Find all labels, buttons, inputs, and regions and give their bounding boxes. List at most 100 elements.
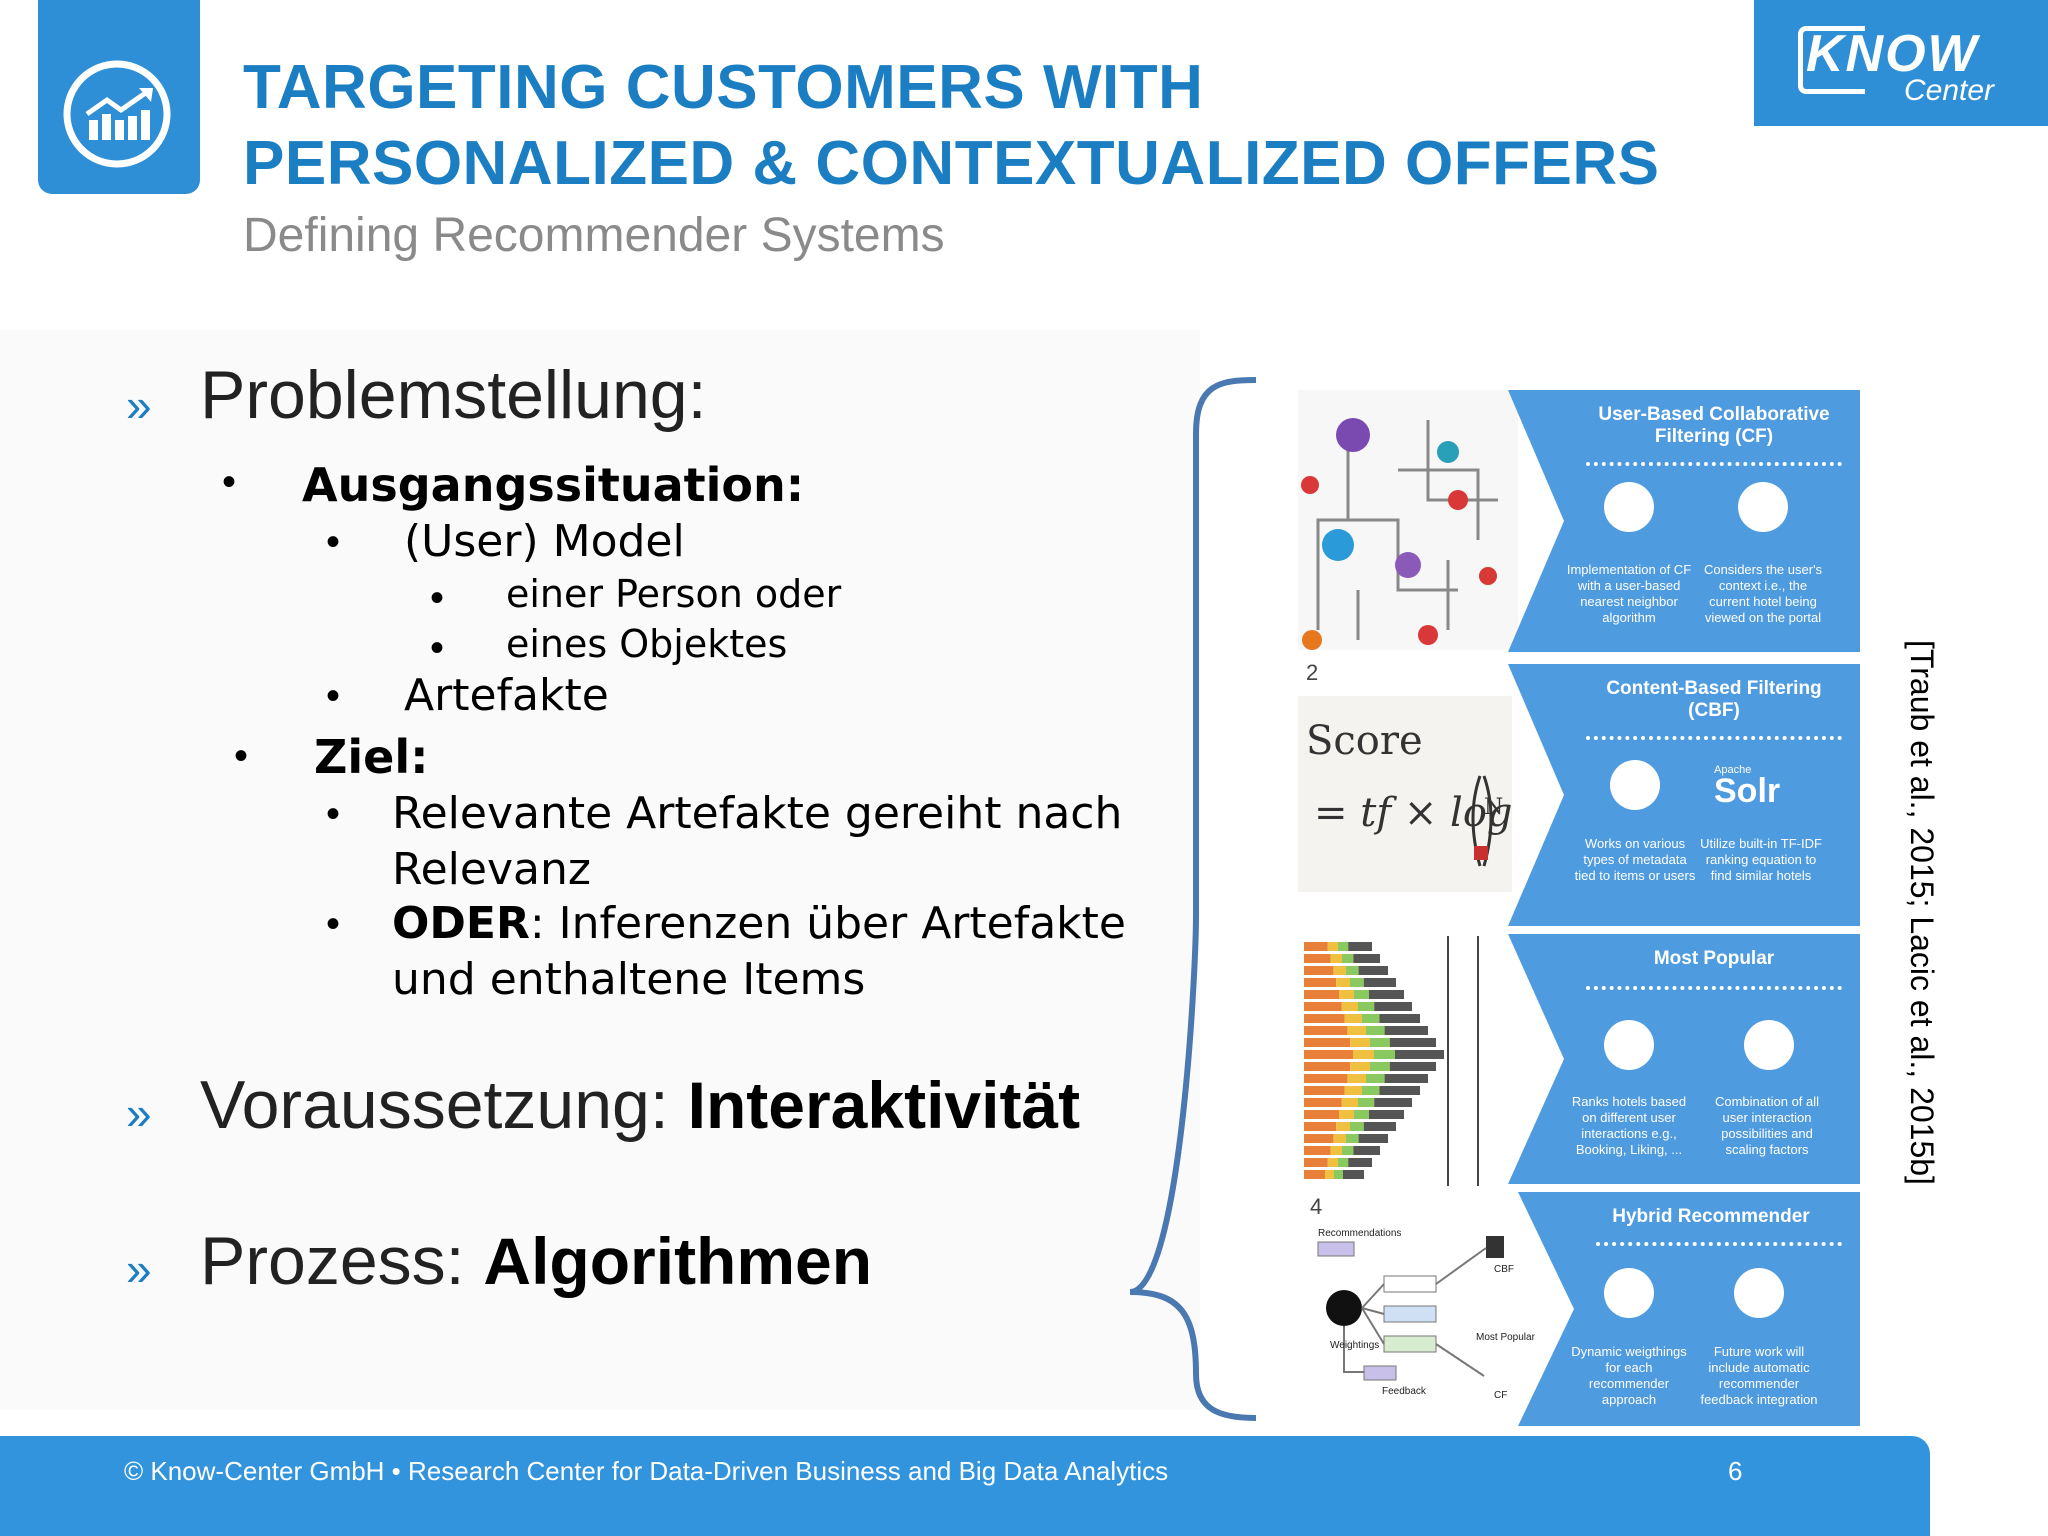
- illustration-bar-segment: [1395, 1050, 1444, 1059]
- users-icon: [1604, 1020, 1654, 1070]
- hybrid-cbf-label: CBF: [1494, 1264, 1514, 1275]
- illustration-bar-segment: [1389, 1038, 1436, 1047]
- app-logo-tile: [38, 0, 200, 194]
- illustration-bar-segment: [1358, 1134, 1388, 1143]
- solr-logo: Apache Solr: [1714, 764, 1780, 808]
- illustration-bar-segment: [1336, 1122, 1350, 1131]
- illustration-bar-segment: [1336, 978, 1350, 987]
- illustration-bar-segment: [1346, 966, 1359, 975]
- panel-divider: [1596, 1242, 1842, 1246]
- illustration-bar-segment: [1304, 1122, 1337, 1131]
- title-line-1: TARGETING CUSTOMERS WITH: [243, 53, 1204, 122]
- section-marker: »: [126, 1087, 152, 1139]
- illustration-bar-segment: [1369, 990, 1404, 999]
- illustration-bar-segment: [1354, 1110, 1369, 1119]
- title-line-2: PERSONALIZED & CONTEXTUALIZED OFFERS: [243, 129, 1660, 198]
- hybrid-cf-label: CF: [1494, 1390, 1508, 1401]
- panel-divider: [1586, 986, 1842, 990]
- illustration-bar-segment: [1366, 1026, 1385, 1035]
- panel-divider: [1586, 736, 1842, 740]
- panel-hybrid: Hybrid Recommender Dynamic weigthings fo…: [1518, 1192, 1860, 1426]
- illustration-bar-segment: [1344, 1014, 1362, 1023]
- panel-desc-right: Combination of all user interaction poss…: [1714, 1094, 1820, 1157]
- illustration-bar-segment: [1334, 1170, 1343, 1179]
- illustration-bar-segment: [1348, 942, 1372, 951]
- hybrid-recommendations-label: Recommendations: [1318, 1228, 1402, 1239]
- prozess-label: Prozess:: [200, 1223, 484, 1299]
- illustration-bar-segment: [1304, 1134, 1334, 1143]
- logo-center-text: Center: [1904, 74, 1995, 107]
- illustration-bar-segment: [1350, 1062, 1370, 1071]
- panel-title: Most Popular: [1653, 948, 1775, 969]
- oder-line-1: ODER: Inferenzen über Artefakte: [392, 896, 1126, 952]
- illustration-bar-segment: [1369, 1110, 1404, 1119]
- illustration-bar-segment: [1350, 978, 1364, 987]
- curly-bracket: [1129, 377, 1257, 1421]
- bullet-dot: •: [326, 902, 341, 946]
- panel-number: 4: [1310, 1194, 1323, 1219]
- illustration-bar-segment: [1304, 942, 1328, 951]
- illustration-bar-segment: [1338, 1158, 1349, 1167]
- illustration-bar-segment: [1347, 1026, 1366, 1035]
- illustration-bar-segment: [1362, 1086, 1380, 1095]
- relevante-line-2: Relevanz: [392, 844, 591, 895]
- solr-small-text: Apache: [1714, 764, 1752, 776]
- section-marker: »: [126, 379, 152, 431]
- content-area: [0, 330, 1200, 1410]
- bar-chart-icon: [1744, 1020, 1794, 1070]
- heading-voraussetzung: Voraussetzung: Interaktivität: [200, 1066, 1080, 1144]
- inbox-icon: [1734, 1268, 1784, 1318]
- illustration-bar-segment: [1379, 1014, 1420, 1023]
- popularity-stacked-illustration: [1298, 936, 1528, 1186]
- panel-divider: [1586, 462, 1842, 466]
- illustration-bar-segment: [1353, 954, 1380, 963]
- panel-desc-left: Implementation of CF with a user-based n…: [1566, 562, 1692, 625]
- illustration-bar-segment: [1304, 1050, 1353, 1059]
- footer-bar: [0, 1436, 1930, 1536]
- illustration-bar-segment: [1350, 1038, 1370, 1047]
- illustration-bar-segment: [1384, 1026, 1428, 1035]
- heading-problemstellung: Problemstellung:: [200, 357, 707, 433]
- panel-desc-right: Utilize built-in TF-IDF ranking equation…: [1700, 836, 1822, 883]
- logo-know-text: KNOW: [1806, 25, 1979, 83]
- item-person: einer Person oder: [506, 572, 842, 616]
- illustration-bar-segment: [1354, 990, 1369, 999]
- heading-prozess: Prozess: Algorithmen: [200, 1222, 872, 1300]
- hybrid-weightings-label: Weightings: [1330, 1340, 1380, 1351]
- illustration-bar-segment: [1344, 1086, 1362, 1095]
- item-objekt: eines Objektes: [506, 622, 788, 666]
- illustration-bar-segment: [1374, 1050, 1395, 1059]
- panel-title-line-1: User-Based Collaborative: [1598, 404, 1830, 425]
- illustration-bar-segment: [1327, 1158, 1338, 1167]
- item-user-model: (User) Model: [404, 516, 685, 567]
- illustration-bar-segment: [1304, 1062, 1351, 1071]
- illustration-bar-segment: [1304, 1086, 1345, 1095]
- illustration-bar-segment: [1348, 1158, 1372, 1167]
- illustration-bar-segment: [1343, 1170, 1364, 1179]
- voraussetzung-label: Voraussetzung:: [200, 1067, 688, 1143]
- citation-text: [Traub et al., 2015; Lacic et al., 2015b…: [1904, 640, 1940, 1185]
- illustration-bar-segment: [1304, 1026, 1348, 1035]
- illustration-bar-segment: [1379, 1086, 1420, 1095]
- illustration-bar-segment: [1342, 1146, 1354, 1155]
- illustration-bar-segment: [1304, 1002, 1342, 1011]
- illustration-bar-segment: [1370, 1038, 1390, 1047]
- oder-bold: ODER: [392, 898, 530, 949]
- page-title: TARGETING CUSTOMERS WITH PERSONALIZED & …: [243, 50, 1703, 202]
- illustration-bar-segment: [1304, 990, 1339, 999]
- illustration-bar-segment: [1358, 1002, 1375, 1011]
- illustration-bar-segment: [1353, 1146, 1380, 1155]
- illustration-bar-segment: [1363, 1122, 1396, 1131]
- illustration-bar-segment: [1304, 954, 1331, 963]
- item-relevante: Relevante Artefakte gereiht nach Relevan…: [392, 786, 1122, 898]
- illustration-bar-segment: [1338, 942, 1349, 951]
- label-ziel: Ziel:: [314, 730, 429, 784]
- illustration-bar-segment: [1339, 990, 1354, 999]
- illustration-bar-segment: [1304, 1110, 1339, 1119]
- panel-most-popular: Most Popular Ranks hotels based on diffe…: [1508, 934, 1860, 1184]
- hybrid-flow-illustration: [1317, 1236, 1504, 1381]
- dumbbell-icon: [1604, 1268, 1654, 1318]
